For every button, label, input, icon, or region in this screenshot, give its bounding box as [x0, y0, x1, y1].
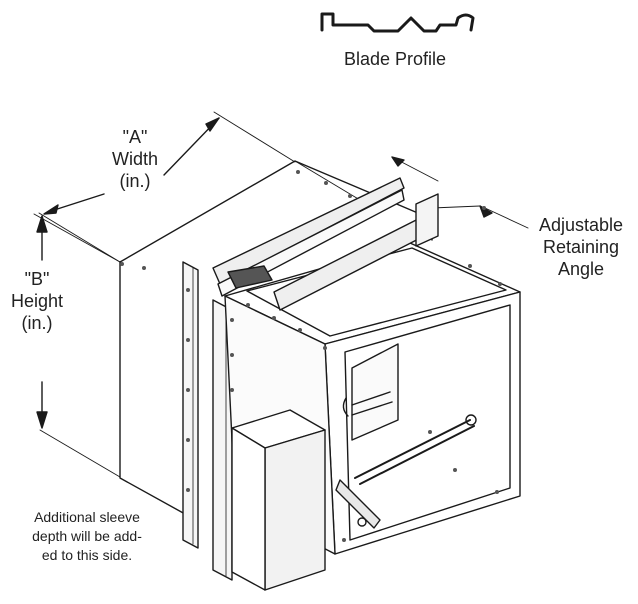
height-label-line1: "B" [24, 269, 50, 289]
callout-line1: Adjustable [538, 215, 624, 235]
retaining-angles [212, 177, 439, 311]
retaining-angle-callout: Adjustable Retaining Angle [528, 214, 634, 280]
height-label: "B" Height (in.) [2, 268, 72, 334]
height-dimension [33, 213, 121, 478]
width-label-line3: (in.) [119, 171, 151, 191]
note-line2: depth will be add- [32, 528, 142, 544]
note-line1: Additional sleeve [34, 509, 140, 525]
blade-profile-symbol [320, 12, 475, 33]
height-label-line3: (in.) [21, 313, 53, 333]
note-line3: ed to this side. [41, 547, 133, 563]
height-label-line2: Height [10, 291, 64, 311]
left-flange [182, 261, 233, 581]
callout-line2: Retaining [542, 237, 620, 257]
blade-profile-caption: Blade Profile [343, 49, 447, 69]
width-label-line2: Width [111, 149, 158, 169]
width-label-line1: "A" [122, 127, 148, 147]
callout-leader [484, 207, 529, 229]
blade-linkage [335, 343, 477, 529]
width-dimension [38, 111, 296, 263]
sleeve-note: Additional sleeve depth will be add- ed … [2, 508, 172, 565]
callout-line3: Angle [557, 259, 605, 279]
width-label: "A" Width (in.) [100, 126, 170, 192]
actuator-box [231, 409, 326, 591]
fastener-holes [120, 170, 502, 542]
